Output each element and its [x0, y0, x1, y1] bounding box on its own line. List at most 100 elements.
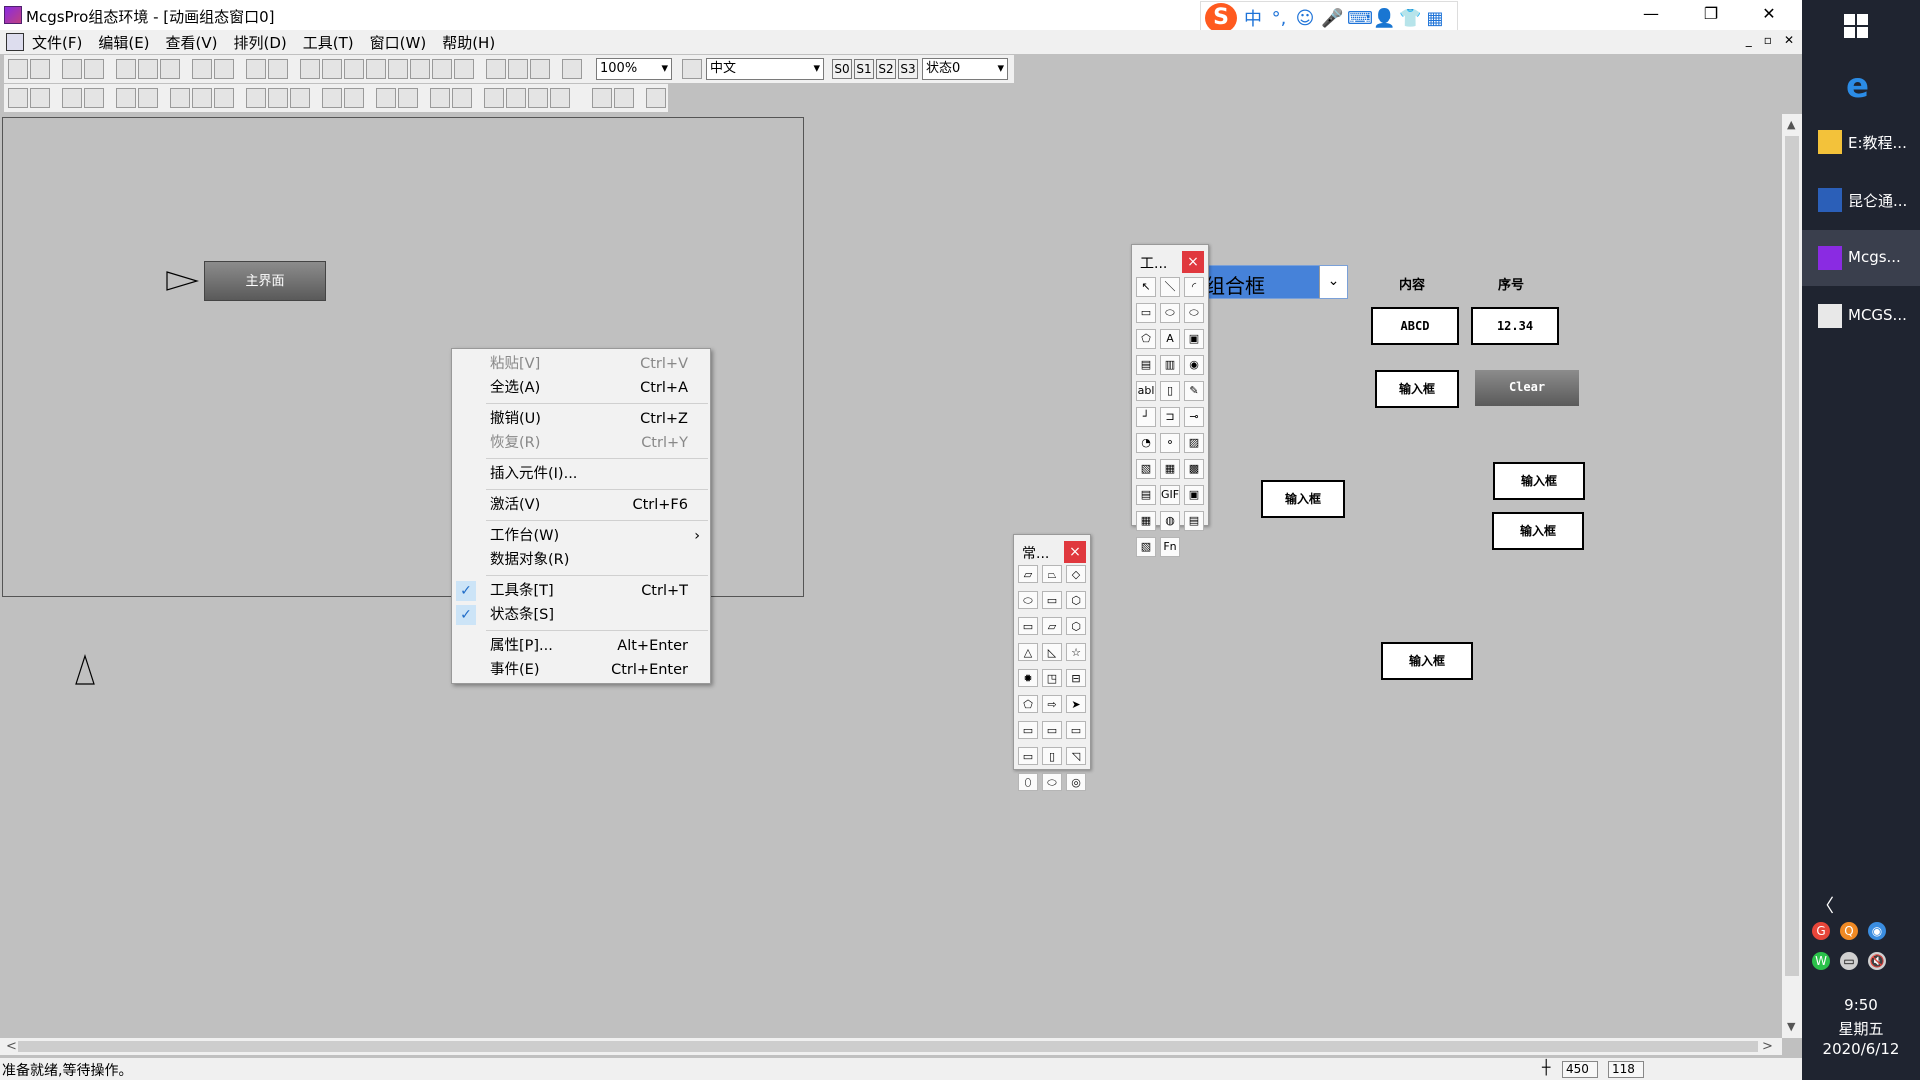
menu-tools[interactable]: 工具(T) [302, 33, 354, 52]
shape-tool-icon[interactable]: ◺ [1042, 643, 1062, 661]
vertical-scroll-thumb[interactable] [1785, 136, 1799, 976]
toolbox-tool-icon[interactable]: ▯ [1160, 381, 1180, 401]
shape-tool-icon[interactable]: ☆ [1066, 643, 1086, 661]
toolbox-tool-icon[interactable]: ┘ [1136, 407, 1156, 427]
toolbox-tool-icon[interactable]: ⬠ [1136, 329, 1156, 349]
group-icon[interactable] [430, 88, 450, 108]
combobox[interactable]: 组合框 ⌄ [1204, 265, 1348, 299]
spacing-icon[interactable] [410, 59, 430, 79]
new-window-icon[interactable] [8, 59, 28, 79]
flip-horizontal-icon[interactable] [376, 88, 396, 108]
shape-tool-icon[interactable]: ➤ [1066, 695, 1086, 713]
context-menu-select-all[interactable]: 全选(A) Ctrl+A [490, 380, 688, 396]
send-back-icon[interactable] [506, 88, 526, 108]
close-button[interactable]: ✕ [1762, 4, 1776, 23]
scroll-down-icon[interactable]: ▼ [1787, 1020, 1796, 1033]
shape-tool-icon[interactable]: △ [1018, 643, 1038, 661]
shape-tool-icon[interactable]: ▭ [1066, 721, 1086, 739]
save-icon[interactable] [30, 59, 50, 79]
close-icon[interactable]: × [1182, 251, 1204, 273]
toolbox-tool-icon[interactable]: ✎ [1184, 381, 1204, 401]
state-s1-button[interactable]: S1 [854, 59, 874, 79]
check-icon[interactable] [508, 59, 528, 79]
ime-keyboard-icon[interactable]: ⌨ [1347, 7, 1373, 29]
state-s2-button[interactable]: S2 [876, 59, 896, 79]
paste-icon[interactable] [160, 59, 180, 79]
shape-tool-icon[interactable]: ⬯ [1018, 773, 1038, 791]
ime-voice-icon[interactable]: 🎤 [1321, 7, 1344, 29]
wechat-tray-icon[interactable]: W [1812, 952, 1830, 970]
volume-muted-icon[interactable]: 🔇 [1868, 952, 1886, 970]
move-forward-icon[interactable] [528, 88, 548, 108]
context-menu-properties[interactable]: 属性[P]... Alt+Enter [490, 638, 688, 654]
input-box[interactable]: 输入框 [1381, 642, 1473, 680]
ungroup-icon[interactable] [452, 88, 472, 108]
shape-tool-icon[interactable]: ◎ [1066, 773, 1086, 791]
align-bottom-icon[interactable] [84, 88, 104, 108]
redo-icon[interactable] [214, 59, 234, 79]
ime-user-icon[interactable]: 👤 [1373, 7, 1396, 29]
shape-tool-icon[interactable]: ⏢ [1042, 565, 1062, 583]
toolbox-tool-icon[interactable]: ⚬ [1160, 433, 1180, 453]
state-select[interactable]: 状态0 [922, 58, 1008, 80]
context-menu-undo[interactable]: 撤销(U) Ctrl+Z [490, 411, 688, 427]
shape-tool-icon[interactable]: ▭ [1042, 591, 1062, 609]
text-size-icon[interactable] [366, 59, 386, 79]
toolbox-tool-icon[interactable]: ▤ [1136, 485, 1156, 505]
triangle-shape[interactable] [74, 654, 96, 686]
toolbox-tool-icon[interactable]: ▦ [1136, 511, 1156, 531]
shape-tool-icon[interactable]: ▱ [1042, 617, 1062, 635]
context-menu-data-objects[interactable]: 数据对象(R) [490, 552, 570, 568]
shape-tool-icon[interactable]: ▯ [1042, 747, 1062, 765]
properties-icon[interactable] [268, 59, 288, 79]
taskbar-item-explorer[interactable]: E:教程... [1802, 114, 1920, 170]
chevron-down-icon[interactable]: ⌄ [1319, 266, 1347, 298]
shape-tool-icon[interactable]: ◳ [1042, 669, 1062, 687]
same-height-icon[interactable] [192, 88, 212, 108]
ime-punctuation-icon[interactable]: °, [1271, 7, 1287, 29]
center-horizontal-icon[interactable] [116, 88, 136, 108]
ime-toolbar[interactable]: S 中 °, ☺ 🎤 ⌨ 👤 👕 ▦ [1200, 1, 1458, 35]
menu-help[interactable]: 帮助(H) [442, 33, 496, 52]
toolbox-tool-icon[interactable]: ◜ [1184, 277, 1204, 297]
toolbox-tool-icon[interactable]: ▭ [1136, 303, 1156, 323]
battery-tray-icon[interactable]: ▭ [1840, 952, 1858, 970]
rotate-left-icon[interactable] [322, 88, 342, 108]
index-display[interactable]: 12.34 [1471, 307, 1559, 345]
sogou-ime-icon[interactable]: S [1205, 3, 1237, 33]
input-box[interactable]: 输入框 [1261, 480, 1345, 518]
toolbox-tool-icon[interactable]: A [1160, 329, 1180, 349]
ime-skin-icon[interactable]: 👕 [1399, 7, 1422, 29]
toolbox-tool-icon[interactable]: ⊐ [1160, 407, 1180, 427]
shape-tool-icon[interactable]: ⬠ [1018, 695, 1038, 713]
shape-tool-icon[interactable]: ◹ [1066, 747, 1086, 765]
document-icon[interactable] [6, 33, 24, 51]
shape-tool-icon[interactable]: ⊟ [1066, 669, 1086, 687]
tray-expand-icon[interactable]: 〈 [1816, 896, 1834, 917]
pointer-arrow-shape[interactable] [165, 270, 199, 292]
space-equal-icon[interactable] [290, 88, 310, 108]
menu-window[interactable]: 窗口(W) [369, 33, 427, 52]
mdi-restore-button[interactable]: ▫ [1763, 33, 1772, 47]
space-horizontal-icon[interactable] [246, 88, 266, 108]
menu-arrange[interactable]: 排列(D) [233, 33, 287, 52]
toolbox-palette[interactable]: 工... × ↖＼◜▭⬭⬭⬠A▣▤▥◉abl▯✎┘⊐⊸◔⚬▨▧▦▩▤GIF▣▦◍… [1131, 244, 1209, 557]
copy-icon[interactable] [138, 59, 158, 79]
line-icon[interactable] [388, 59, 408, 79]
ime-chinese-mode[interactable]: 中 [1244, 9, 1262, 30]
menu-view[interactable]: 查看(V) [165, 33, 218, 52]
language-select[interactable]: 中文 [706, 58, 824, 80]
restore-button[interactable]: ❐ [1703, 4, 1719, 23]
context-menu-redo[interactable]: 恢复(R) Ctrl+Y [490, 435, 688, 451]
toolbox-tool-icon[interactable]: ▣ [1184, 329, 1204, 349]
content-display[interactable]: ABCD [1371, 307, 1459, 345]
clear-button[interactable]: Clear [1475, 370, 1579, 406]
input-box[interactable]: 输入框 [1375, 370, 1459, 408]
tools-icon[interactable] [246, 59, 266, 79]
toolbox-tool-icon[interactable]: ▦ [1160, 459, 1180, 479]
language-icon[interactable] [682, 59, 702, 79]
toolbox-tool-icon[interactable]: abl [1136, 381, 1156, 401]
print-preview-icon[interactable] [84, 59, 104, 79]
context-menu-statusbar[interactable]: ✓ 状态条[S] [452, 604, 710, 626]
print-icon[interactable] [62, 59, 82, 79]
